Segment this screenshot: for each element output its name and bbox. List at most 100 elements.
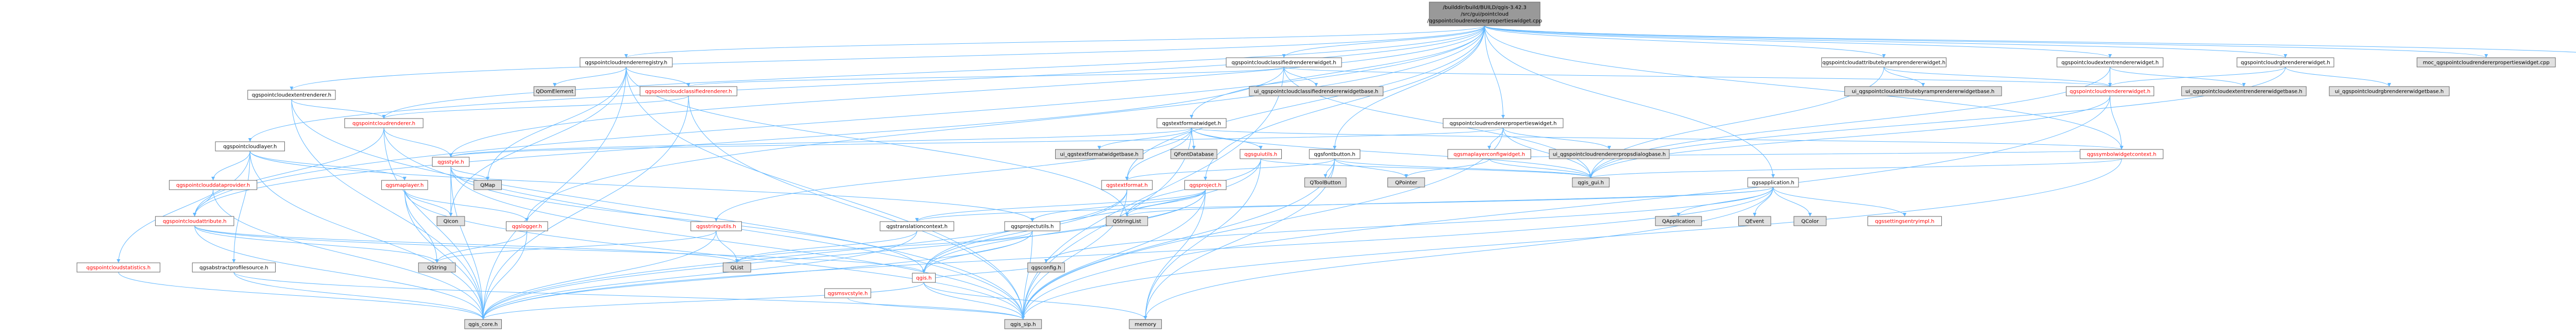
node-box (247, 90, 336, 100)
node-qgsguiutils[interactable]: qgsguiutils.h (1240, 149, 1282, 159)
node-qgspointcloudclassifiedrenderer[interactable]: qgspointcloudclassifiedrenderer.h (639, 86, 737, 96)
node-qgspointcloudattributebyramprendererwidget[interactable]: qgspointcloudattributebyramprendererwidg… (1821, 57, 1947, 68)
edge-qgsguiutils-to-qgis_gui (1260, 158, 1592, 178)
node-qgssymbolwidgetcontext[interactable]: qgssymbolwidgetcontext.h (2079, 149, 2164, 159)
node-qgis_gui[interactable]: qgis_gui.h (1572, 177, 1610, 188)
edge-qgsapplication-to-qgstranslationcontext (915, 187, 1774, 222)
node-qgis_sip[interactable]: qgis_sip.h (1004, 319, 1042, 329)
node-label: qgspointcloudstatistics.h (87, 265, 151, 271)
node-qgis_core[interactable]: qgis_core.h (464, 319, 502, 329)
node-label: qgsabstractprofilesource.h (199, 265, 268, 271)
edge-qgsapplication-to-QEvent (1753, 187, 1774, 217)
node-QString[interactable]: QString (418, 262, 456, 273)
node-qgis[interactable]: qgis.h (912, 273, 936, 283)
node-QPointer[interactable]: QPointer (1387, 177, 1425, 188)
edge-qgsabstractprofilesource-to-qgis_core (233, 272, 485, 320)
edge-qgspointcloudextentrenderer-to-qgis_sip (291, 99, 1025, 320)
edge-qgstextformat-to-qgis_core (481, 189, 1127, 320)
node-ui_qgspointcloudclassifiedrendererwidgetbase[interactable]: ui_qgspointcloudclassifiedrendererwidget… (1249, 86, 1384, 96)
node-QList[interactable]: QList (723, 262, 751, 273)
node-QEvent[interactable]: QEvent (1738, 216, 1771, 226)
node-qgspointcloudrendererregistry[interactable]: qgspointcloudrendererregistry.h (580, 57, 673, 68)
node-qgsmsvcstyle[interactable]: qgsmsvcstyle.h (824, 288, 871, 298)
node-qgspointcloudrenderer[interactable]: qgspointcloudrenderer.h (344, 118, 423, 128)
node-box (464, 319, 502, 329)
node-qgspointcloudstatistics[interactable]: qgspointcloudstatistics.h (76, 262, 161, 273)
node-ui_qgspointcloudrgbrendererwidgetbase[interactable]: ui_qgspointcloudrgbrendererwidgetbase.h (2329, 86, 2450, 96)
edge-root-to-qgspointcloudextentrenderer (290, 25, 1485, 91)
edge-qgsapplication-to-qgis_core (481, 187, 1774, 320)
edge-qgspointclouddataprovider-to-qgspointcloudattribute (193, 189, 214, 217)
node-root[interactable]: /builddir/build/BUILD/qgis-3.42.3/src/gu… (1427, 2, 1542, 26)
node-qgspointcloudattribute[interactable]: qgspointcloudattribute.h (155, 216, 234, 226)
node-qgspointcloudrendererwidget[interactable]: qgspointcloudrendererwidget.h (2065, 86, 2155, 96)
node-memory[interactable]: memory (1129, 319, 1162, 329)
node-box (473, 180, 502, 190)
edge-qgspointcloudclassifiedrendererwidget-to-qgspointcloudclassifiedrenderer (687, 66, 1284, 87)
edge-qgspointcloudrendererwidget-to-qgssymbolwidgetcontext (2110, 95, 2124, 150)
node-label: qgstranslationcontext.h (886, 224, 947, 230)
node-qgspointclouddataprovider[interactable]: qgspointclouddataprovider.h (169, 180, 258, 190)
edge-qgsapplication-to-QColor (1773, 187, 1812, 217)
node-box (436, 216, 465, 226)
node-qgsmaplayer[interactable]: qgsmaplayer.h (381, 180, 428, 190)
node-box (1747, 177, 1799, 188)
node-qgspointcloudlayer[interactable]: qgspointcloudlayer.h (215, 141, 285, 152)
node-ui_qgspointcloudextentrendererwidgetbase[interactable]: ui_qgspointcloudextentrendererwidgetbase… (2181, 86, 2307, 96)
node-qgstextformatwidget[interactable]: qgstextformatwidget.h (1157, 118, 1227, 128)
node-box (2057, 57, 2164, 68)
node-QColor[interactable]: QColor (1793, 216, 1827, 226)
node-qgslogger[interactable]: qgslogger.h (505, 221, 548, 231)
node-qgssettingsentryimpl[interactable]: qgssettingsentryimpl.h (1867, 216, 1942, 226)
node-qgsfontbutton[interactable]: qgsfontbutton.h (1309, 149, 1361, 159)
node-box (533, 86, 576, 96)
node-qgsmaplayerconfigwidget[interactable]: qgsmaplayerconfigwidget.h (1447, 149, 1531, 159)
node-label: QEvent (1745, 219, 1765, 225)
edge-qgspointcloudextentrendererwidget-to-ui_qgspointcloudextentrendererwidgetbase (2110, 66, 2246, 87)
node-ui_qgspointcloudrendererpropsdialogbase[interactable]: ui_qgspointcloudrendererpropsdialogbase.… (1549, 149, 1670, 159)
node-qgspointcloudrendererpropertieswidget[interactable]: qgspointcloudrendererpropertieswidget.h (1443, 118, 1564, 128)
node-QStringList[interactable]: QStringList (1106, 216, 1148, 226)
node-label: ui_qgspointcloudclassifiedrendererwidget… (1254, 89, 1378, 95)
node-qgsstyle[interactable]: qgsstyle.h (432, 157, 470, 167)
node-QDomElement[interactable]: QDomElement (533, 86, 576, 96)
edge-qgspointcloudlayer-to-qgsmaplayer (249, 150, 406, 181)
node-qgspointcloudclassifiedrendererwidget[interactable]: qgspointcloudclassifiedrendererwidget.h (1226, 57, 1342, 68)
node-QIcon[interactable]: QIcon (436, 216, 465, 226)
node-QMap[interactable]: QMap (473, 180, 502, 190)
node-ui_qgspointcloudattributebyramprendererwidgetbase[interactable]: ui_qgspointcloudattributebyramprendererw… (1844, 86, 2002, 96)
node-ui_qgstextformatwidgetbase[interactable]: ui_qgstextformatwidgetbase.h (1055, 149, 1144, 159)
node-QApplication[interactable]: QApplication (1655, 216, 1702, 226)
edge-qgsapplication-to-QStringList (1125, 187, 1774, 217)
node-qgsapplication[interactable]: qgsapplication.h (1747, 177, 1799, 188)
node-qgsprojectutils[interactable]: qgsprojectutils.h (1004, 221, 1061, 231)
edge-qgsmaplayer-to-qgslogger (404, 189, 529, 222)
edge-root-to-qgspointcloudrenderer (382, 25, 1485, 119)
node-box (432, 157, 470, 167)
edge-qgsapplication-to-QApplication (1676, 187, 1774, 217)
node-qgstranslationcontext[interactable]: qgstranslationcontext.h (879, 221, 954, 231)
edge-qgslogger-to-QString (435, 230, 528, 263)
node-qgspointcloudrgbrendererwidget[interactable]: qgspointcloudrgbrendererwidget.h (2236, 57, 2334, 68)
node-qgsconfig[interactable]: qgsconfig.h (1027, 262, 1065, 273)
node-label: qgspointcloudclassifiedrendererwidget.h (1231, 60, 1336, 66)
edge-qgspointcloudclassifiedrenderer-to-qgspointcloudrenderer (382, 95, 689, 119)
node-qgsstringutils[interactable]: qgsstringutils.h (690, 221, 742, 231)
node-qgspointcloudextentrendererwidget[interactable]: qgspointcloudextentrendererwidget.h (2057, 57, 2164, 68)
node-QFontDatabase[interactable]: QFontDatabase (1171, 149, 1217, 159)
node-qgspointcloudextentrenderer[interactable]: qgspointcloudextentrenderer.h (247, 90, 336, 100)
node-box (2329, 86, 2450, 96)
node-box (639, 86, 737, 96)
node-label: qgis_core.h (468, 322, 498, 328)
node-QToolButton[interactable]: QToolButton (1304, 177, 1347, 188)
node-moc_qgspointcloudrendererpropertieswidget[interactable]: moc_qgspointcloudrendererpropertieswidge… (2416, 57, 2556, 68)
node-box (1572, 177, 1610, 188)
edge-qgspointcloudrendererwidget-to-qgis_sip (1021, 95, 2111, 320)
node-box (169, 180, 258, 190)
node-qgsproject[interactable]: qgsproject.h (1184, 180, 1227, 190)
node-qgsabstractprofilesource[interactable]: qgsabstractprofilesource.h (192, 262, 276, 273)
node-qgstextformat[interactable]: qgstextformat.h (1101, 180, 1153, 190)
edge-qgstextformatwidget-to-qgstextformat (1125, 127, 1192, 181)
node-label: qgsmaplayer.h (385, 183, 423, 189)
